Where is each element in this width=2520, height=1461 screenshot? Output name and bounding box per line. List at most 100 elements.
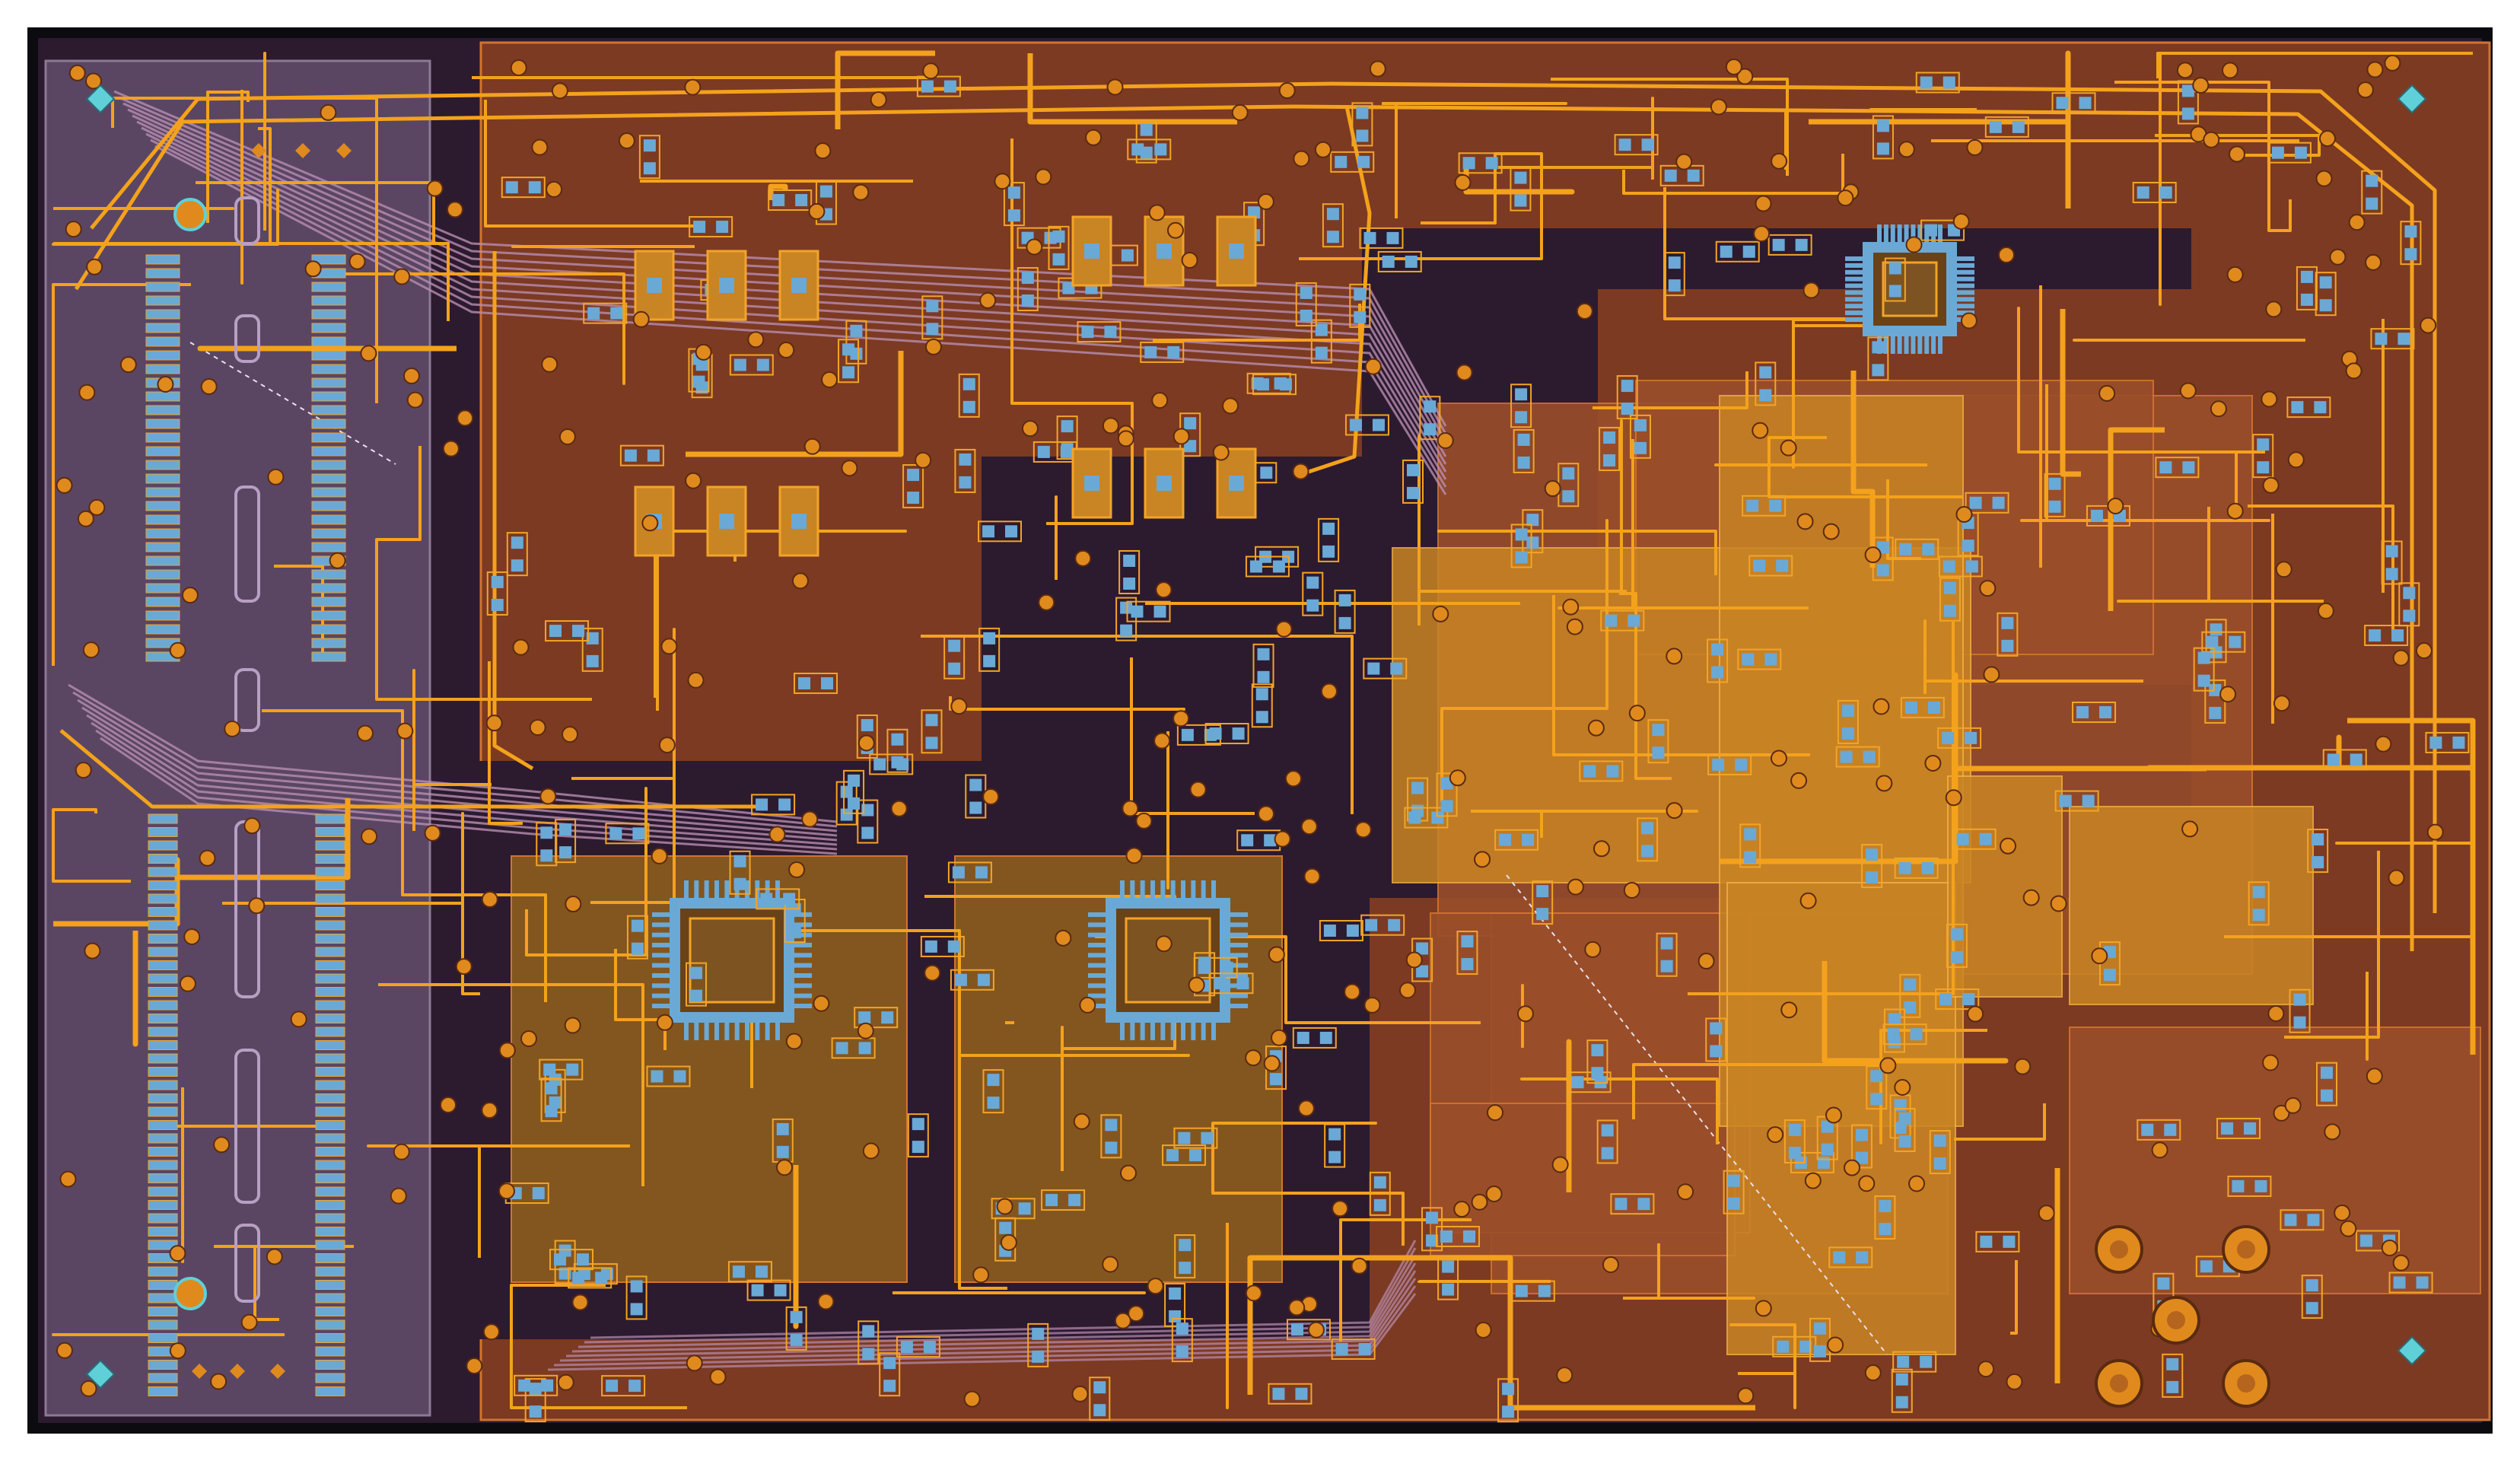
smd-pad xyxy=(2076,706,2089,719)
smd-pad xyxy=(2385,568,2398,581)
connector-pad xyxy=(148,1147,178,1157)
smd-pad xyxy=(559,823,572,836)
smd-pad xyxy=(630,1280,643,1293)
via xyxy=(1125,847,1143,864)
smd-pad xyxy=(1962,540,1974,552)
ic-pin xyxy=(1088,912,1106,917)
ic-pin xyxy=(1956,297,1974,302)
smd-pad xyxy=(1628,614,1640,627)
via xyxy=(2356,81,2374,99)
smd-pad xyxy=(2252,886,2265,899)
smd-outline xyxy=(1360,914,1405,936)
inner-trace xyxy=(150,138,1447,488)
via xyxy=(994,173,1011,190)
smd-pad xyxy=(1236,977,1249,990)
smd-pad xyxy=(559,846,572,859)
smd-pad xyxy=(1841,704,1854,717)
highlight-pour xyxy=(1947,775,2063,998)
smd-pad xyxy=(1169,1310,1182,1323)
ic-pin xyxy=(1956,263,1974,268)
signal-trace xyxy=(571,628,676,904)
smd-pad xyxy=(1711,666,1724,679)
connector-pad xyxy=(315,1386,345,1396)
ic-pin xyxy=(1088,922,1106,928)
via xyxy=(695,343,712,361)
smd-pad xyxy=(1272,1387,1285,1400)
via xyxy=(393,268,411,285)
via xyxy=(709,1368,727,1386)
via xyxy=(481,1102,498,1119)
via xyxy=(685,472,702,489)
ic-pin xyxy=(1120,1022,1125,1040)
smd-pad xyxy=(756,358,769,371)
ic-pin xyxy=(1883,224,1888,243)
connector-pad xyxy=(148,987,178,997)
ic-pin xyxy=(1956,269,1974,275)
smd-pad xyxy=(983,654,996,667)
smd-pad xyxy=(1764,653,1777,666)
ic-pin xyxy=(704,1022,709,1040)
via xyxy=(1119,1164,1137,1182)
smd-pad xyxy=(2291,401,2304,414)
via xyxy=(1576,302,1593,320)
smd-outline xyxy=(902,464,924,509)
via xyxy=(768,826,786,843)
via xyxy=(2366,1068,2383,1085)
smd-pad xyxy=(1408,811,1421,824)
via xyxy=(2334,1204,2351,1221)
via xyxy=(1148,204,1166,221)
connector-pad xyxy=(315,920,345,931)
smd-pad xyxy=(1388,918,1401,931)
smd-outline xyxy=(1041,1189,1086,1211)
smd-pad xyxy=(1416,965,1429,978)
connector-pad xyxy=(145,597,180,607)
smd-outline xyxy=(1174,1234,1196,1279)
via xyxy=(684,78,702,96)
smd-pad xyxy=(651,1070,663,1083)
smd-pad xyxy=(926,300,939,313)
signal-trace xyxy=(1768,436,1963,498)
connector-pad xyxy=(148,1373,178,1383)
smd-pad xyxy=(1306,599,1319,612)
smd-pad xyxy=(2254,1179,2267,1192)
via xyxy=(348,253,366,270)
smd-pad xyxy=(1942,731,1955,744)
via xyxy=(88,498,106,516)
signal-trace xyxy=(1520,1077,1719,1144)
via xyxy=(466,1357,483,1374)
smd-pad xyxy=(1652,746,1665,759)
connector-pad xyxy=(315,1293,345,1303)
smd-outline xyxy=(1579,760,1624,782)
via xyxy=(1905,236,1923,253)
smd-pad xyxy=(1536,908,1549,921)
smd-pad xyxy=(1888,262,1901,275)
smd-pad xyxy=(756,798,768,811)
smd-pad xyxy=(511,536,523,549)
ic-pin xyxy=(794,943,812,947)
via xyxy=(1363,996,1381,1014)
smd-outline xyxy=(2381,540,2403,585)
power-pad xyxy=(791,278,807,293)
inner-trace xyxy=(132,114,1447,457)
via xyxy=(1085,129,1102,146)
ic-pin xyxy=(1088,943,1106,947)
connector-pad xyxy=(311,514,346,525)
smd-outline xyxy=(2177,80,2199,125)
via xyxy=(564,1017,581,1034)
smd-pad xyxy=(689,966,702,979)
connector-pad xyxy=(315,1319,345,1330)
connector-pad xyxy=(145,460,180,470)
connector-pad xyxy=(145,282,180,292)
smd-pad xyxy=(632,827,645,840)
connector-pad xyxy=(145,391,180,402)
smd-pad xyxy=(2294,146,2307,159)
connector-pad xyxy=(315,1000,345,1011)
smd-pad xyxy=(1153,605,1166,618)
connector-pad xyxy=(315,1253,345,1263)
signal-trace xyxy=(921,635,1354,814)
smd-pad xyxy=(529,1405,542,1418)
smd-pad xyxy=(1104,326,1117,339)
smd-pad xyxy=(2197,651,2210,664)
via xyxy=(266,1248,283,1265)
